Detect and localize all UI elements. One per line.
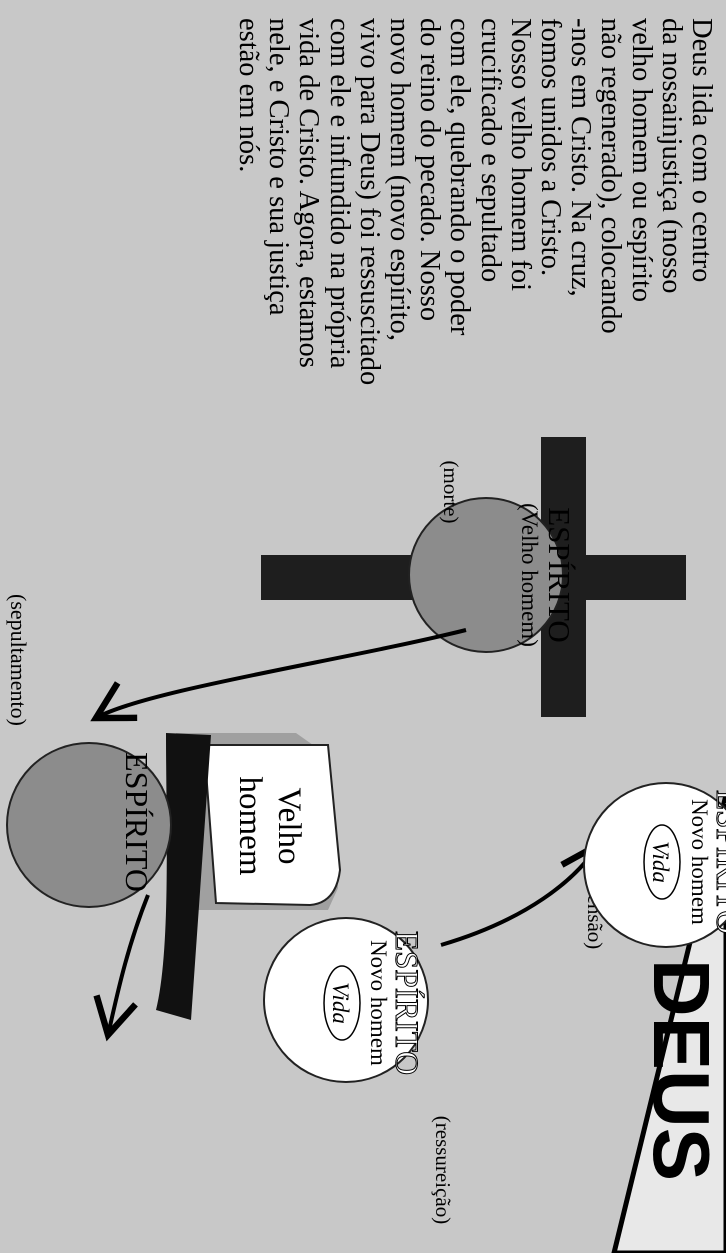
cross-old-man-label: (Velho homem) (517, 503, 542, 647)
arrow-to-ascension (440, 839, 602, 947)
tomb-stone-label-2: homem (232, 777, 268, 876)
tomb-stone (202, 744, 342, 907)
arrow-to-tomb (90, 628, 467, 722)
tomb-spirit-label: ESPÍRITO (119, 752, 155, 892)
ascension-new-man-label: Novo homem (687, 799, 712, 925)
arrow-to-resurrection (93, 894, 150, 1042)
buried-spirit-circle (6, 742, 172, 908)
ascension-spirit-label: ESPÍRITO (709, 790, 726, 934)
resurrection-label: (ressureição) (431, 1116, 455, 1224)
resurrection-life-ellipse (323, 965, 361, 1041)
ascension-life-label: Vida (648, 841, 673, 883)
resurrection-spirit-label: ESPÍRITO (388, 931, 425, 1075)
cross-spirit-label: ESPÍRITO (542, 507, 577, 643)
cross-group: ESPÍRITO (Velho homem) (morte) (261, 437, 686, 717)
old-spirit-circle (408, 497, 564, 653)
death-label: (morte) (439, 461, 463, 524)
ascension-life-ellipse (643, 824, 681, 900)
resurrection-new-man-label: Novo homem (366, 940, 391, 1066)
tomb-stone-label-1: Velho (271, 788, 307, 865)
tomb-group: Velho homem ESPÍRITO (sepultamento) (6, 594, 342, 1020)
resurrection-group: ESPÍRITO Novo homem Vida (ressureição) (263, 917, 455, 1224)
god-label: DEUS (637, 959, 726, 1181)
ascension-group: ESPÍRITO Novo homem Vida (583, 782, 726, 948)
resurrection-life-label: Vida (328, 982, 353, 1024)
tomb-base (156, 733, 211, 1020)
burial-label: (sepultamento) (6, 594, 31, 726)
